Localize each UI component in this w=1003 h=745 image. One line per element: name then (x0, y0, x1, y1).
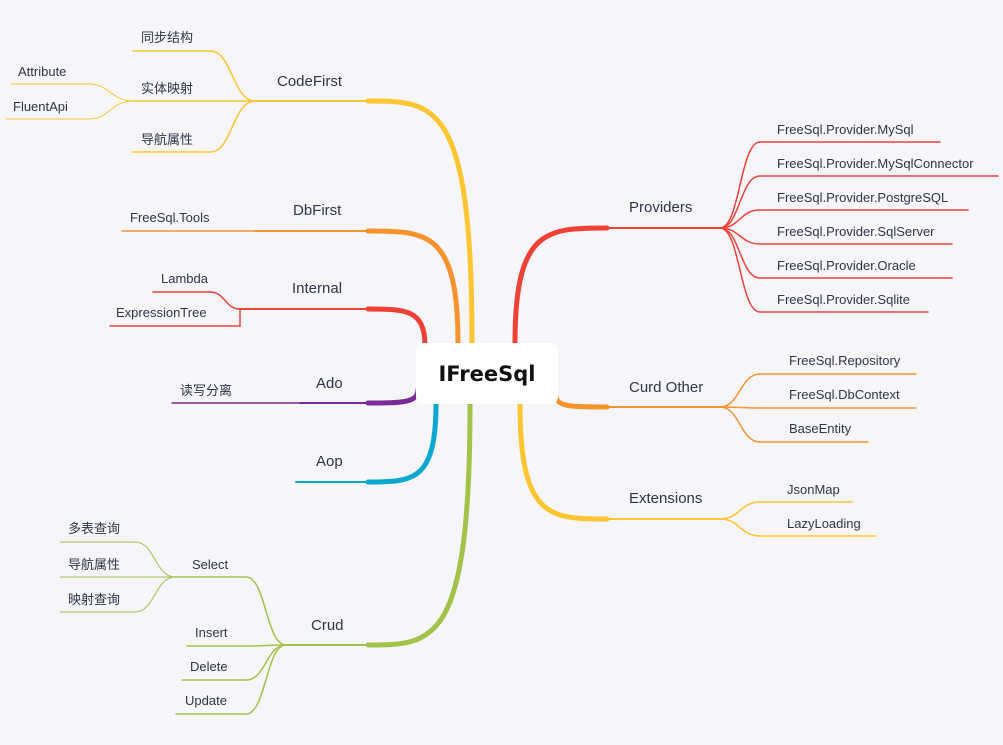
connector (209, 100, 256, 153)
branch-label[interactable]: Providers (629, 199, 692, 216)
node-label[interactable]: LazyLoading (787, 516, 861, 531)
node-label[interactable]: FreeSql.Provider.Oracle (777, 258, 916, 273)
node-label[interactable]: BaseEntity (789, 421, 852, 436)
connector (719, 406, 761, 443)
connector (87, 83, 134, 102)
branch-label[interactable]: Curd Other (629, 379, 703, 396)
node-label[interactable]: ExpressionTree (116, 305, 207, 320)
node-label[interactable]: FreeSql.DbContext (789, 387, 900, 402)
branch-label[interactable]: Aop (316, 453, 343, 470)
node-label[interactable]: FreeSql.Repository (789, 353, 901, 368)
connector (719, 227, 761, 313)
node-label[interactable]: Lambda (161, 271, 209, 286)
connector (245, 644, 287, 681)
node-label[interactable]: Update (185, 693, 227, 708)
connector (245, 576, 287, 646)
connector (209, 50, 256, 102)
branch-label[interactable]: Internal (292, 280, 342, 297)
node-label[interactable]: 映射查询 (68, 592, 120, 607)
branch-label[interactable]: DbFirst (293, 202, 342, 219)
branch-connector (365, 387, 421, 406)
connector (134, 576, 176, 613)
connector (719, 209, 761, 229)
node-label[interactable]: FluentApi (13, 99, 68, 114)
node-label[interactable]: 导航属性 (68, 557, 120, 572)
node-label[interactable]: 同步结构 (141, 30, 193, 45)
connector (719, 175, 761, 229)
branch-connector (365, 306, 428, 349)
connector (719, 518, 761, 537)
node-label[interactable]: FreeSql.Provider.PostgreSQL (777, 190, 948, 205)
node-label[interactable]: FreeSql.Provider.MySqlConnector (777, 156, 974, 171)
branch-connector (365, 401, 473, 648)
branch-connector (512, 225, 610, 346)
connector (209, 291, 241, 310)
node-label[interactable]: 多表查询 (68, 521, 120, 536)
node-label[interactable]: JsonMap (787, 482, 840, 497)
branch-label[interactable]: CodeFirst (277, 73, 343, 90)
node-label[interactable]: FreeSql.Provider.MySql (777, 122, 914, 137)
branch-label[interactable]: Ado (316, 375, 343, 392)
connector (134, 541, 176, 578)
node-label[interactable]: Delete (190, 659, 228, 674)
connector (245, 644, 287, 715)
branch-connector (365, 401, 439, 485)
node-label[interactable]: Attribute (18, 64, 66, 79)
node-label[interactable]: FreeSql.Tools (130, 210, 210, 225)
connector (87, 100, 134, 120)
node-label[interactable]: 实体映射 (141, 81, 193, 96)
node-label[interactable]: Select (192, 557, 229, 572)
branch-connector (365, 228, 461, 346)
root-node[interactable]: IFreeSql (416, 343, 558, 404)
branch-label[interactable]: Extensions (629, 490, 702, 507)
node-label[interactable]: Insert (195, 625, 228, 640)
connector (719, 501, 761, 520)
node-label[interactable]: 导航属性 (141, 132, 193, 147)
branch-connector (553, 393, 610, 410)
branch-connector (517, 401, 610, 522)
connector (719, 373, 761, 408)
branch-connector (365, 98, 475, 346)
node-label[interactable]: 读写分离 (180, 383, 232, 398)
node-label[interactable]: FreeSql.Provider.Sqlite (777, 292, 910, 307)
connector (719, 141, 761, 229)
node-label[interactable]: FreeSql.Provider.SqlServer (777, 224, 935, 239)
branch-label[interactable]: Crud (311, 617, 344, 634)
connector (719, 227, 761, 279)
